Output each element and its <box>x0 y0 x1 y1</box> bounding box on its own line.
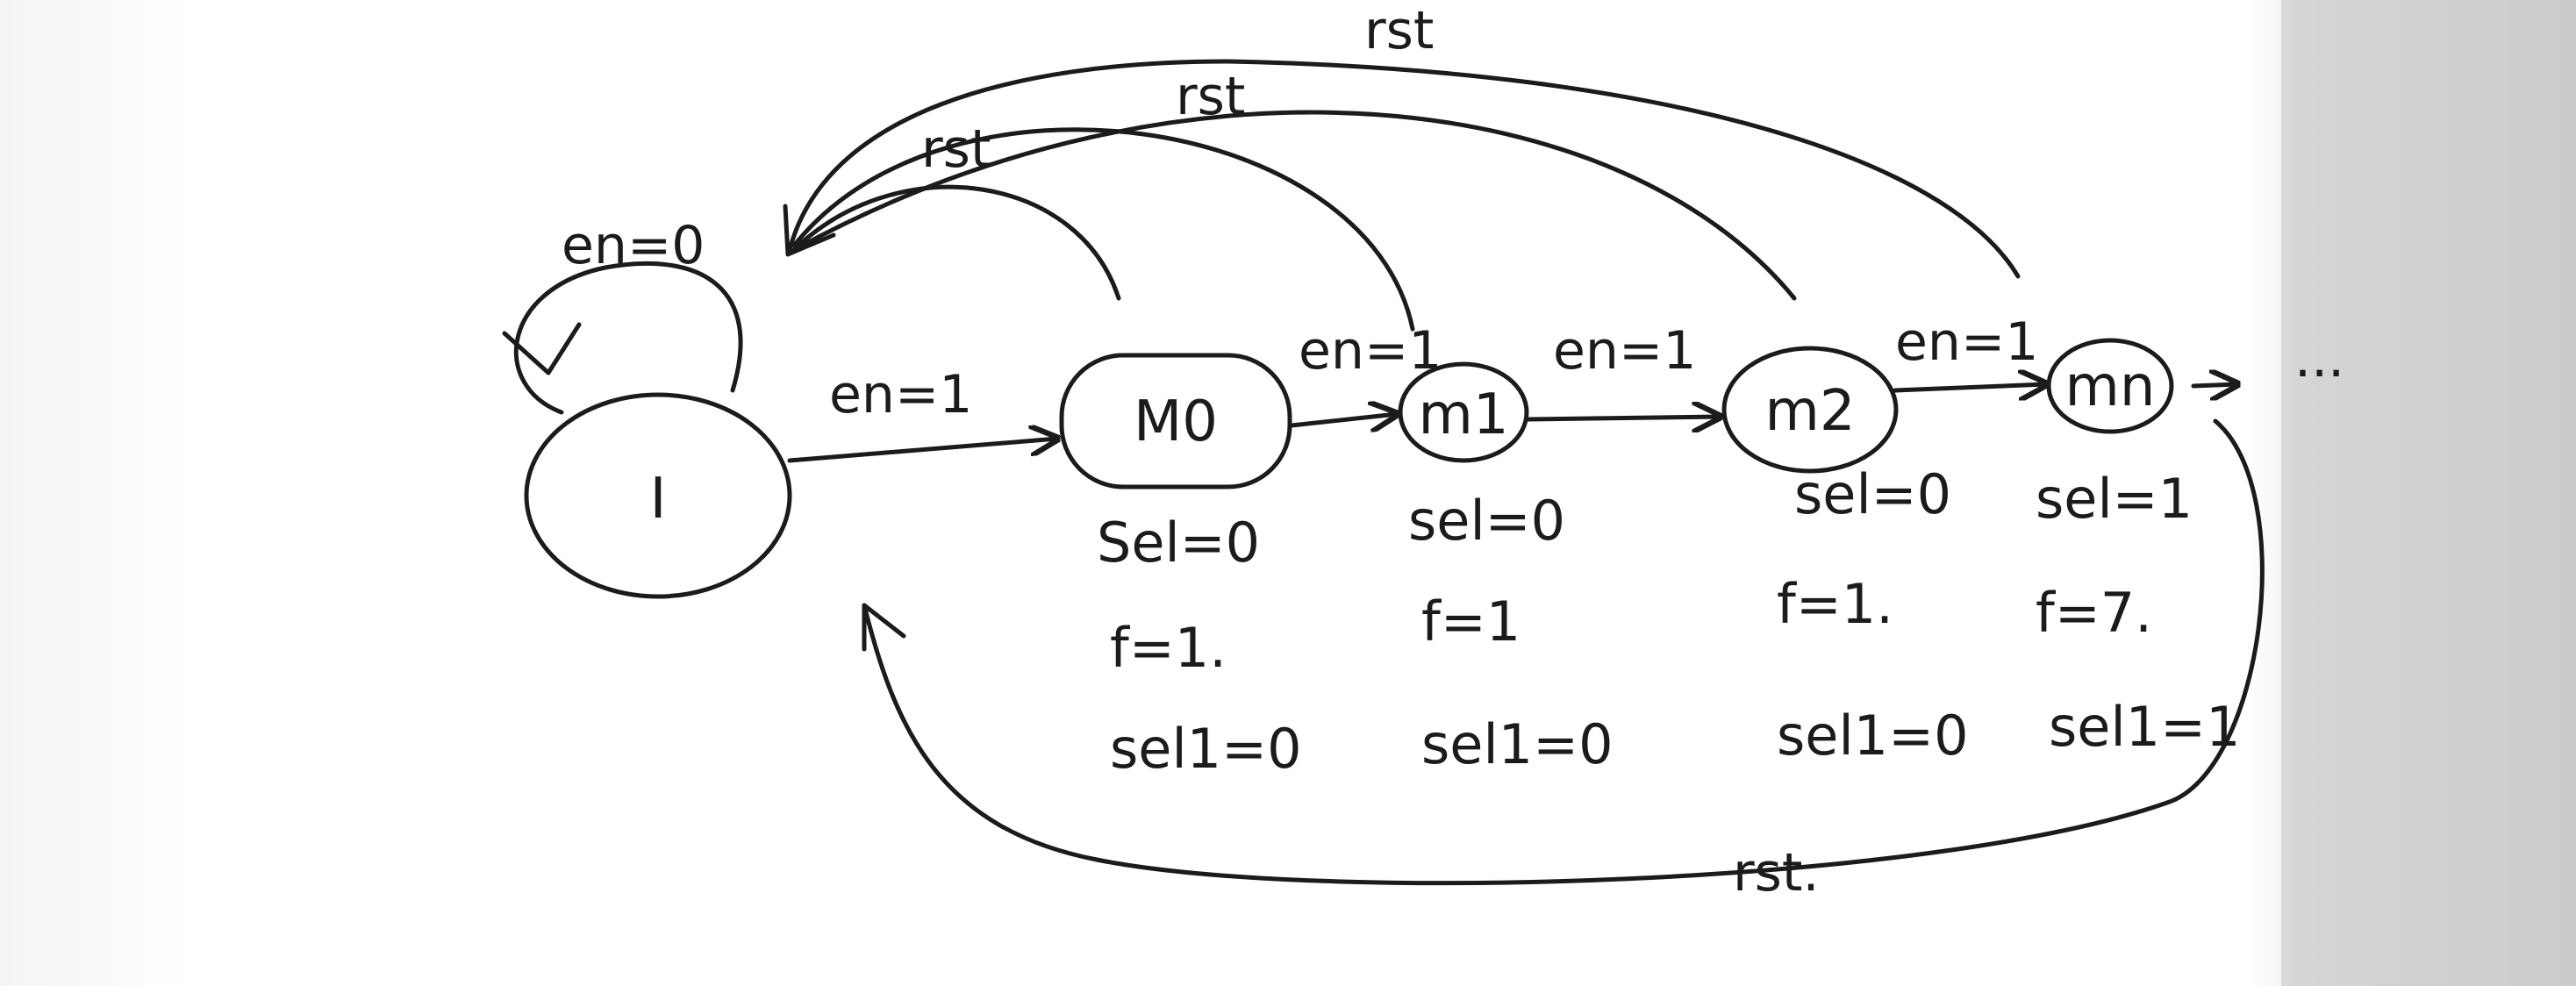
output-line: sel1=0 <box>1777 704 1969 768</box>
self-loop-arrowhead <box>502 322 582 375</box>
state-label: M0 <box>1134 389 1218 454</box>
edge-rst-from-m0 <box>796 184 1121 301</box>
output-line: sel1=1 <box>2049 695 2241 759</box>
rst-arrowhead <box>783 204 836 257</box>
output-line: sel1=0 <box>1421 712 1614 776</box>
edge-m1-to-m2 <box>1526 417 1720 419</box>
edge-rst-lower <box>862 418 2265 886</box>
output-line: sel1=0 <box>1110 717 1302 781</box>
output-line: f=1. <box>1777 572 1893 636</box>
state-idle: I <box>524 392 792 599</box>
rst-lower-arrowhead <box>862 603 906 652</box>
edge-label-self-loop: en=0 <box>562 215 705 276</box>
edge-m2-to-mn <box>1893 384 2046 390</box>
edge-idle-to-m0 <box>787 439 1057 463</box>
edge-label-idle-to-m0: en=1 <box>829 364 972 425</box>
outputs-m2: sel=0 f=1. sel1=0 <box>1777 462 1969 768</box>
state-label: mn <box>2065 354 2156 419</box>
output-line: sel=0 <box>1794 462 1951 526</box>
output-line: Sel=0 <box>1097 511 1260 575</box>
outputs-m0: Sel=0 f=1. sel1=0 <box>1097 511 1302 781</box>
state-label: I <box>650 467 667 532</box>
edge-label-rst-m0: rst <box>921 118 991 180</box>
edge-label-m1-to-m2: en=1 <box>1553 320 1696 382</box>
output-line: f=7. <box>2036 581 2152 645</box>
edge-label-m2-to-mn: en=1 <box>1895 311 2038 373</box>
continuation-dots: ··· <box>2294 343 2344 404</box>
outputs-mn: sel=1 f=7. sel1=1 <box>2036 467 2241 759</box>
output-line: sel=1 <box>2036 467 2193 531</box>
continuation-arrow <box>2191 384 2237 386</box>
edge-rst-from-mn <box>787 59 2021 279</box>
state-m0: M0 <box>1059 353 1292 489</box>
page-shadow <box>2281 0 2576 986</box>
state-mn: mn <box>2046 338 2174 434</box>
state-m2: m2 <box>1721 346 1899 474</box>
edge-rst-from-m1 <box>791 127 1415 332</box>
edge-m0-to-m1 <box>1289 414 1397 425</box>
state-label: m1 <box>1418 382 1508 447</box>
output-line: f=1. <box>1110 616 1227 680</box>
edge-label-m0-to-m1: en=1 <box>1299 320 1442 382</box>
edge-label-rst-lower: rst. <box>1733 842 1820 904</box>
state-label: m2 <box>1764 379 1855 444</box>
edge-label-rst-m2: rst <box>1364 0 1434 61</box>
output-line: f=1 <box>1421 589 1521 654</box>
self-loop-edge <box>513 261 743 415</box>
edge-rst-from-m2 <box>791 110 1797 301</box>
state-m1: m1 <box>1398 361 1529 463</box>
outputs-m1: sel=0 f=1 sel1=0 <box>1408 489 1614 776</box>
output-line: sel=0 <box>1408 489 1565 553</box>
